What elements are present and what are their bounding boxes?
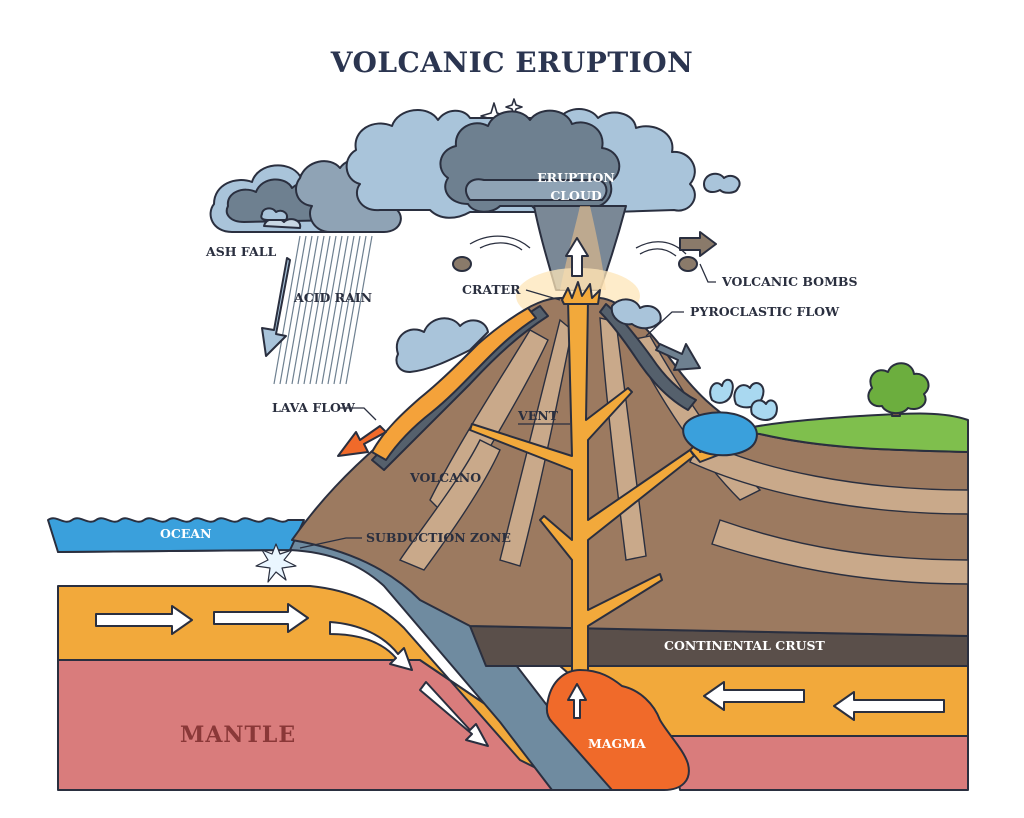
mantle-right (639, 735, 969, 791)
label-eruption-cloud-line2: CLOUD (550, 188, 602, 203)
label-crater: CRATER (462, 282, 521, 297)
ocean (47, 517, 305, 553)
label-volcano: VOLCANO (409, 470, 481, 485)
volcanic-bombs (452, 235, 698, 272)
label-oceanic-crust: OCEANIC CRUST (134, 558, 256, 573)
leader-lines (299, 263, 716, 549)
label-magma: MAGMA (588, 736, 646, 751)
label-pyroclastic-flow: PYROCLASTIC FLOW (690, 304, 840, 319)
pyroclastic-deposit (599, 303, 697, 411)
tree-icon (867, 362, 930, 417)
bombs-arrow (679, 231, 717, 257)
mantle-flow-arrows (95, 603, 945, 747)
label-volcanic-bombs: VOLCANIC BOMBS (721, 274, 858, 289)
diagram-title: VOLCANIC ERUPTION (330, 46, 694, 79)
label-eruption-cloud-line1: ERUPTION (537, 170, 615, 185)
crater-burst (561, 281, 601, 305)
vent-up-arrow (565, 237, 589, 277)
label-ocean: OCEAN (160, 526, 212, 541)
ash-fall-arrow (261, 257, 291, 357)
pyroclastic-cloud (395, 298, 662, 373)
label-ash-fall: ASH FALL (205, 244, 277, 259)
grass (729, 412, 969, 453)
eruption-cloud (260, 108, 741, 221)
lava-flow (371, 307, 537, 461)
label-lava-flow: LAVA FLOW (272, 400, 356, 415)
label-continental-crust: CONTINENTAL CRUST (664, 638, 826, 653)
label-subduction-zone: SUBDUCTION ZONE (366, 530, 511, 545)
geyser (682, 378, 778, 457)
acid-rain-lines (273, 235, 373, 385)
label-acid-rain: ACID RAIN (293, 290, 372, 305)
lava-flow-arrow (337, 425, 387, 457)
label-vent: VENT (517, 408, 559, 423)
subduction-spark-icon (255, 543, 297, 583)
label-mantle: MANTLE (180, 722, 296, 748)
magma-up-arrow (567, 683, 587, 719)
pyroclastic-flow-arrow (655, 343, 701, 371)
